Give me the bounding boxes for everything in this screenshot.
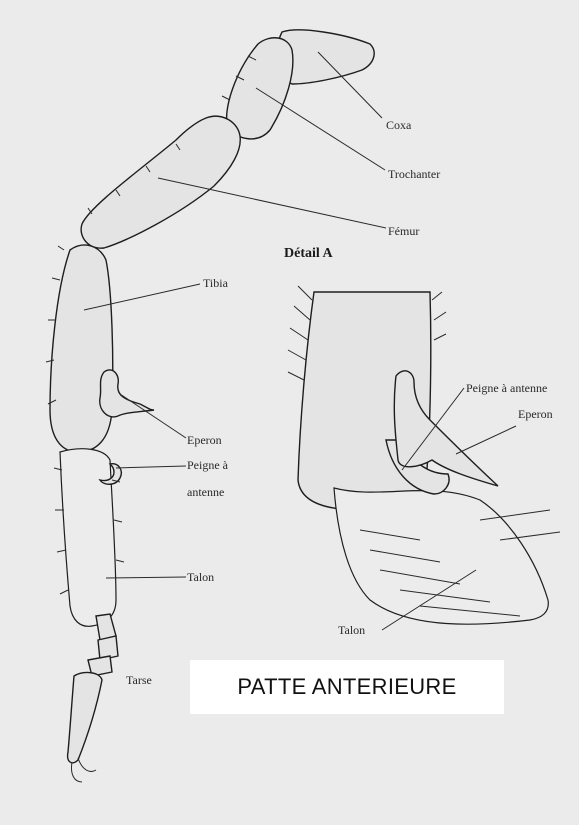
talon-segment <box>60 449 116 627</box>
label-trochanter: Trochanter <box>388 167 440 181</box>
label-peigne-line2: antenne <box>187 485 224 499</box>
detail-talon <box>334 488 548 624</box>
tarse-segment-4 <box>68 673 102 763</box>
detail-label-eperon: Eperon <box>518 407 553 421</box>
femur-segment <box>81 116 240 248</box>
detail-illustration <box>288 286 560 624</box>
leader-eperon <box>120 394 186 438</box>
banner-title: PATTE ANTERIEURE <box>190 660 504 714</box>
leader-talon <box>106 577 186 578</box>
label-peigne-line1: Peigne à <box>187 458 229 472</box>
leader-trochanter <box>256 88 385 170</box>
label-femur: Fémur <box>388 224 419 238</box>
detail-label-peigne: Peigne à antenne <box>466 381 547 395</box>
label-talon: Talon <box>187 570 214 584</box>
trochanter-segment <box>227 38 293 139</box>
label-tibia: Tibia <box>203 276 229 290</box>
detail-title: Détail A <box>284 246 333 261</box>
label-coxa: Coxa <box>386 118 412 132</box>
label-eperon: Eperon <box>187 433 222 447</box>
claw-1 <box>78 758 96 772</box>
leader-peigne <box>116 466 186 468</box>
label-tarse: Tarse <box>126 673 152 687</box>
claw-2 <box>71 762 82 782</box>
eperon-spur <box>100 370 154 417</box>
detail-label-talon: Talon <box>338 623 365 637</box>
tibia-segment <box>50 245 113 452</box>
leader-detail-eperon <box>456 426 516 454</box>
